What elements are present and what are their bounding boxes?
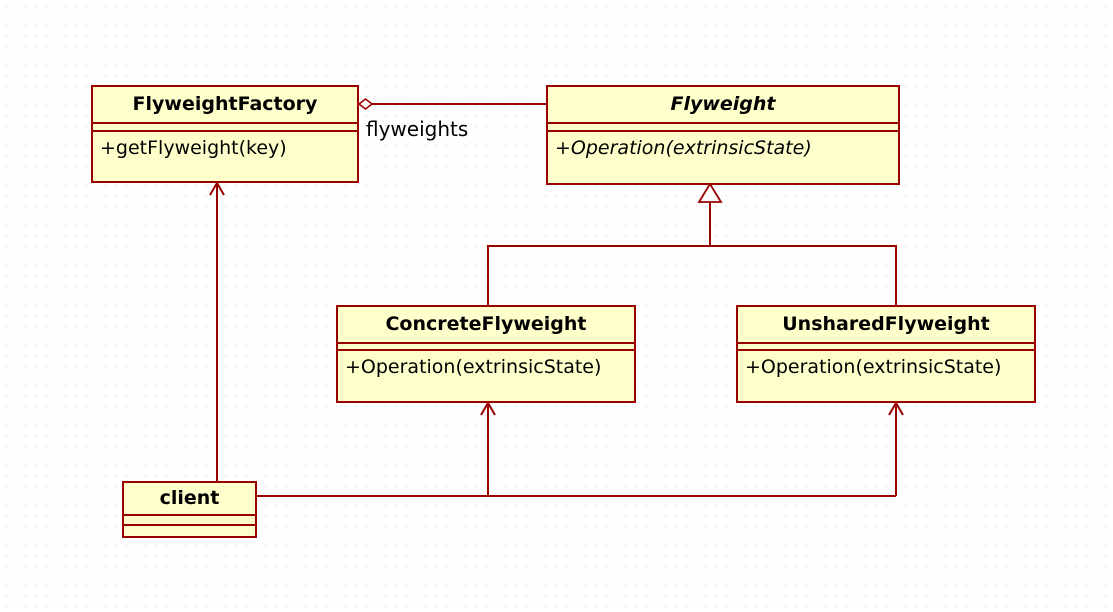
class-title-concrete-flyweight: ConcreteFlyweight: [385, 313, 587, 335]
class-separator: [548, 122, 898, 124]
class-separator: [124, 524, 255, 526]
class-box-flyweight[interactable]: Flyweight +Operation(extrinsicState): [546, 85, 900, 185]
aggregation-role-label: flyweights: [366, 117, 469, 141]
class-attributes-compartment: [124, 516, 255, 524]
class-title-client: client: [159, 487, 220, 509]
class-separator: [338, 349, 634, 351]
class-operations-compartment: [124, 526, 255, 536]
association-line-client-unshared[interactable]: [895, 403, 897, 496]
class-box-client[interactable]: client: [122, 481, 257, 538]
class-box-concrete-flyweight[interactable]: ConcreteFlyweight +Operation(extrinsicSt…: [336, 305, 636, 403]
generalization-branch-concrete-flyweight[interactable]: [487, 245, 489, 306]
generalization-triangle-icon: [697, 182, 723, 203]
class-separator: [93, 122, 357, 124]
class-title-flyweight-factory: FlyweightFactory: [132, 93, 318, 115]
association-arrowhead-concrete-icon: [480, 401, 496, 416]
class-separator: [93, 130, 357, 132]
class-box-flyweight-factory[interactable]: FlyweightFactory +getFlyweight(key): [91, 85, 359, 183]
association-line-client-factory[interactable]: [216, 183, 218, 482]
aggregation-diamond-icon: [357, 97, 374, 111]
generalization-bus-line[interactable]: [487, 245, 897, 247]
association-line-client-concrete[interactable]: [487, 403, 489, 496]
aggregation-line-factory-flyweight[interactable]: [371, 103, 546, 105]
generalization-stem-line[interactable]: [709, 200, 711, 246]
class-separator: [124, 514, 255, 516]
class-separator: [548, 130, 898, 132]
class-separator: [338, 342, 634, 344]
class-title-flyweight: Flyweight: [670, 93, 776, 115]
association-arrowhead-factory-icon: [209, 181, 225, 196]
class-title-unshared-flyweight: UnsharedFlyweight: [782, 313, 990, 335]
generalization-branch-unshared-flyweight[interactable]: [895, 245, 897, 306]
class-operations-unshared-flyweight: +Operation(extrinsicState): [745, 356, 1002, 378]
association-arrowhead-unshared-icon: [888, 401, 904, 416]
class-operations-flyweight-factory: +getFlyweight(key): [100, 137, 287, 159]
class-separator: [738, 349, 1034, 351]
class-box-unshared-flyweight[interactable]: UnsharedFlyweight +Operation(extrinsicSt…: [736, 305, 1036, 403]
class-operations-concrete-flyweight: +Operation(extrinsicState): [345, 356, 602, 378]
class-operations-flyweight: +Operation(extrinsicState): [555, 137, 812, 159]
class-separator: [738, 342, 1034, 344]
association-line-client-bus[interactable]: [216, 495, 896, 497]
